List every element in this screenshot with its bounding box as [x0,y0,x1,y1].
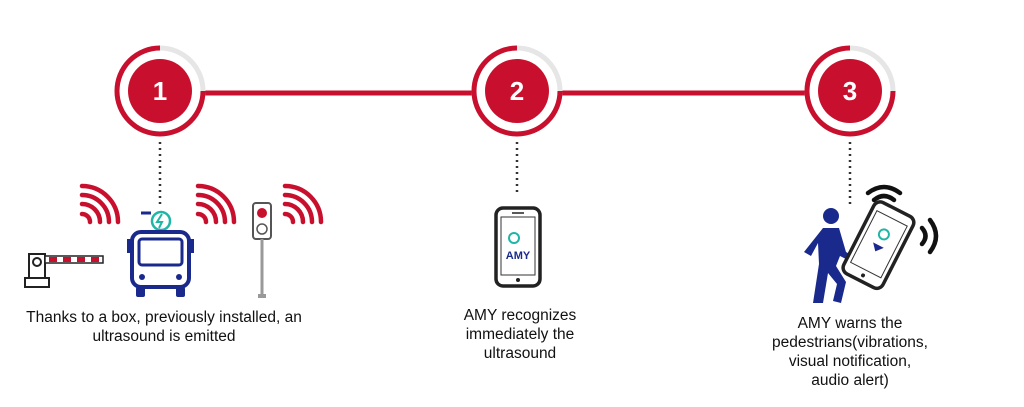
caption-line: immediately the [465,326,575,343]
bus-icon [127,210,194,297]
pedestrian-icon [804,208,855,303]
step-2-number: 2 [510,76,524,106]
caption-line: AMY warns the [797,315,903,332]
caption-line: AMY recognizes [463,307,577,324]
step-2-caption: AMY recognizes immediately the ultrasoun… [440,306,600,363]
sound-waves-icon [195,183,237,225]
caption-line: visual notification, [788,353,912,370]
sound-waves-icon [919,217,939,255]
caption-line: Thanks to a box, previously installed, a… [26,309,302,326]
step-3-number: 3 [843,76,857,106]
caption-line: audio alert) [811,372,889,389]
caption-line: ultrasound is emitted [92,328,236,345]
sound-waves-icon [282,183,324,225]
sound-waves-icon [79,183,121,225]
barrier-icon [24,253,104,288]
step-3-caption: AMY warns the pedestrians(vibrations, vi… [760,314,940,390]
step-2-marker: 2 [471,45,563,137]
phone-icon: AMY [494,206,542,288]
caption-line: pedestrians(vibrations, [772,334,928,351]
caption-line: ultrasound [483,345,557,362]
traffic-light-icon [252,202,272,298]
step-3-marker: 3 [804,45,896,137]
step-1-caption: Thanks to a box, previously installed, a… [0,308,328,346]
amy-logo-text: AMY [506,250,531,262]
phone-icon [841,200,916,291]
step-1-number: 1 [153,76,167,106]
wifi-icon [865,184,903,203]
step-1-marker: 1 [114,45,206,137]
